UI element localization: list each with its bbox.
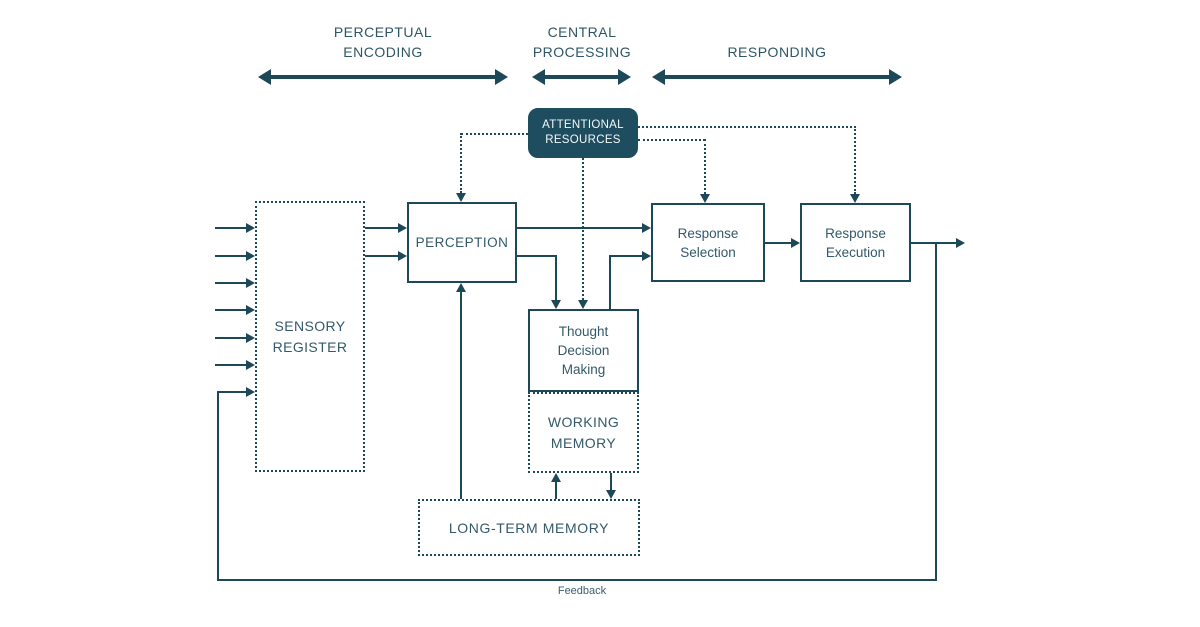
perceptual-encoding-span-arrow (269, 75, 497, 79)
double-arrow-right-icon (889, 69, 902, 85)
thought-to-response-selection-line-h (609, 255, 642, 257)
response-selection-box: Response Selection (651, 203, 765, 282)
stimulus-input-line-3 (215, 282, 246, 284)
response-selection-label: Response Selection (677, 225, 739, 260)
stimulus-input-arrowhead-1 (246, 223, 255, 233)
attentional-resources-label: ATTENTIONAL RESOURCES (542, 119, 624, 146)
double-arrow-left-icon (652, 69, 665, 85)
stimulus-input-line-5 (215, 337, 246, 339)
stimulus-input-arrowhead-5 (246, 333, 255, 343)
sensory-register-label: SENSORY REGISTER (272, 317, 348, 355)
thought-decision-making-box: Thought Decision Making (528, 309, 639, 392)
perception-to-thought-line-v (555, 255, 557, 300)
response-execution-box: Response Execution (800, 203, 911, 282)
stimulus-input-line-6 (215, 364, 246, 366)
attention-to-execution-arrowhead (850, 194, 860, 203)
stimulus-input-arrowhead-3 (246, 278, 255, 288)
ltm-to-perception-arrowhead (456, 283, 466, 292)
attention-to-selection-dotted-v (704, 139, 706, 194)
feedback-label: Feedback (532, 585, 632, 597)
double-arrow-right-icon (618, 69, 631, 85)
perception-box: PERCEPTION (407, 202, 517, 283)
responding-span-arrow (663, 75, 891, 79)
sr-to-perception-arrowhead-2 (398, 251, 407, 261)
feedback-line-left (217, 391, 219, 581)
stimulus-input-arrowhead-2 (246, 251, 255, 261)
feedback-line-right (935, 242, 937, 581)
ltm-to-perception-line (460, 292, 462, 499)
attention-to-thought-arrowhead (578, 300, 588, 309)
selection-to-execution-line (765, 242, 791, 244)
ltm-to-wm-line (555, 482, 557, 499)
feedback-line-bottom (217, 579, 937, 581)
execution-output-line (911, 242, 956, 244)
perception-to-response-selection-line (517, 227, 642, 229)
thought-to-response-selection-line-v (609, 255, 611, 309)
attention-to-perception-arrowhead (456, 193, 466, 202)
wm-to-ltm-line (610, 473, 612, 490)
feedback-to-sr-line (217, 391, 246, 393)
working-memory-box: WORKING MEMORY (528, 392, 639, 473)
stimulus-input-line-4 (215, 309, 246, 311)
wm-to-ltm-arrowhead (606, 490, 616, 499)
stage-label-central-processing: CENTRAL PROCESSING (482, 18, 682, 62)
attention-to-selection-arrowhead (700, 194, 710, 203)
long-term-memory-box: LONG-TERM MEMORY (418, 499, 640, 556)
double-arrow-left-icon (532, 69, 545, 85)
attention-to-perception-dotted-h (461, 133, 528, 135)
perception-to-thought-line-h (517, 255, 557, 257)
stage-label-text: CENTRAL PROCESSING (532, 24, 632, 60)
execution-output-arrowhead (956, 238, 965, 248)
attention-to-execution-dotted-h (638, 126, 856, 128)
long-term-memory-label: LONG-TERM MEMORY (448, 519, 610, 536)
stage-label-text: RESPONDING (727, 44, 827, 60)
attention-to-perception-dotted-v (460, 133, 462, 193)
feedback-to-sr-arrowhead (246, 387, 255, 397)
central-processing-span-arrow (543, 75, 620, 79)
response-execution-label: Response Execution (825, 225, 886, 260)
perception-label: PERCEPTION (415, 235, 509, 250)
attention-to-selection-dotted-h (638, 139, 705, 141)
thought-to-response-selection-arrowhead (642, 251, 651, 261)
sr-to-perception-arrowhead-1 (398, 223, 407, 233)
selection-to-execution-arrowhead (791, 238, 800, 248)
thought-decision-making-label: Thought Decision Making (557, 324, 610, 377)
working-memory-label: WORKING MEMORY (547, 413, 620, 451)
sr-to-perception-line-1 (365, 227, 398, 229)
stage-label-perceptual-encoding: PERCEPTUAL ENCODING (283, 18, 483, 62)
perception-to-response-selection-arrowhead (642, 223, 651, 233)
stimulus-input-arrowhead-6 (246, 360, 255, 370)
stimulus-input-line-2 (215, 255, 246, 257)
stage-label-text: PERCEPTUAL ENCODING (333, 24, 433, 60)
ltm-to-wm-arrowhead (551, 473, 561, 482)
attention-to-execution-dotted-v (854, 126, 856, 194)
double-arrow-right-icon (495, 69, 508, 85)
attention-to-thought-dotted-v (582, 158, 584, 300)
sensory-register-box: SENSORY REGISTER (255, 201, 365, 472)
sr-to-perception-line-2 (365, 255, 398, 257)
stimulus-input-arrowhead-4 (246, 305, 255, 315)
stage-label-responding: RESPONDING (677, 18, 877, 62)
double-arrow-left-icon (258, 69, 271, 85)
attentional-resources-box: ATTENTIONAL RESOURCES (528, 108, 638, 158)
stimulus-input-line-1 (215, 227, 246, 229)
perception-to-thought-arrowhead (551, 300, 561, 309)
feedback-label-text: Feedback (557, 585, 607, 597)
